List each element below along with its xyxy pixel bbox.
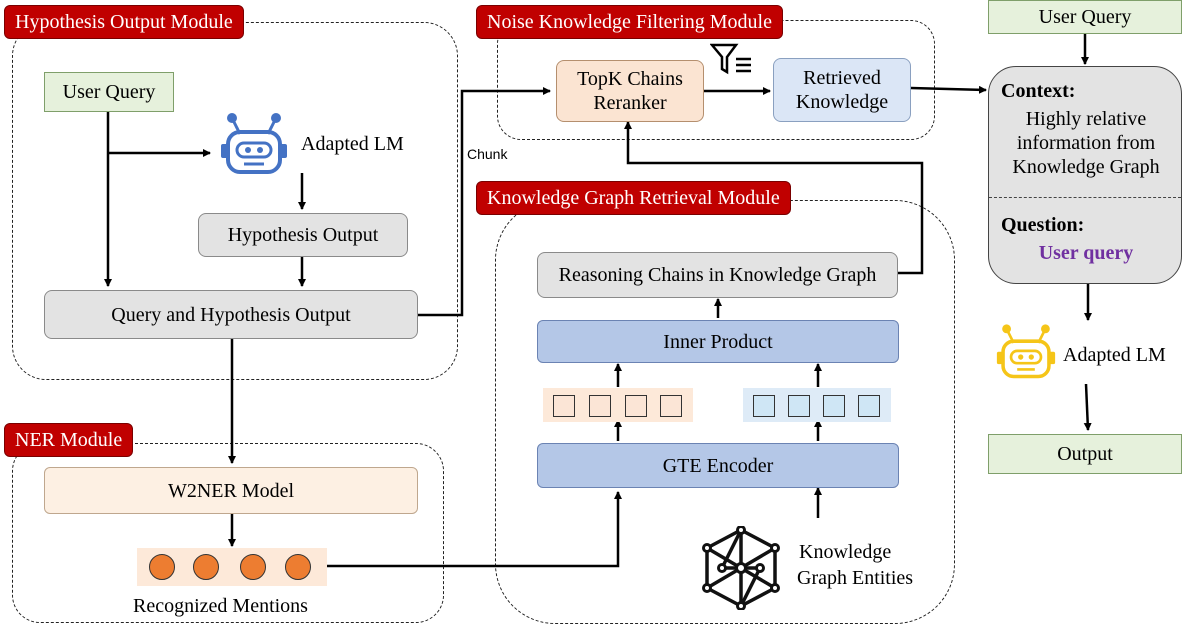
hypothesis-output-box: Hypothesis Output: [198, 213, 408, 257]
kg-entities-line2: Graph Entities: [797, 567, 914, 589]
context-panel: Context: Highly relative information fro…: [988, 66, 1182, 284]
context-label: Context:: [1001, 80, 1076, 102]
retrieved-line2: Knowledge: [795, 91, 889, 113]
question-label: Question:: [1001, 214, 1085, 236]
mention-circle: [149, 554, 175, 580]
retrieved-knowledge-box: Retrieved Knowledge: [773, 58, 911, 122]
noise-module-tag: Noise Knowledge Filtering Module: [476, 5, 783, 39]
context-line2: information from: [1016, 132, 1156, 154]
reranker-line1: TopK Chains: [577, 68, 683, 90]
question-value: User query: [1038, 242, 1134, 264]
mention-circle: [285, 554, 311, 580]
right-adapted-lm-label: Adapted LM: [1063, 344, 1166, 366]
query-hypothesis-box: Query and Hypothesis Output: [44, 290, 418, 339]
mention-circle: [193, 554, 219, 580]
ner-module-boundary: [12, 443, 444, 623]
query-vector-cell: [660, 395, 682, 417]
chunk-label: Chunk: [467, 146, 508, 162]
query-vector-cell: [625, 395, 647, 417]
recognized-mentions-label: Recognized Mentions: [133, 595, 308, 617]
filter-icon: [710, 43, 751, 75]
context-line3: Knowledge Graph: [1012, 156, 1160, 178]
hypothesis-module-tag: Hypothesis Output Module: [4, 5, 244, 39]
right-user-query-box: User Query: [988, 0, 1182, 34]
robot-icon: [221, 113, 287, 174]
inner-product-box: Inner Product: [537, 320, 899, 363]
reranker-box: TopK Chains Reranker: [556, 60, 704, 122]
entity-vector-cell: [823, 395, 845, 417]
ner-module-tag: NER Module: [4, 423, 134, 457]
user-query-box: User Query: [44, 72, 174, 112]
w2ner-model-box: W2NER Model: [44, 467, 418, 514]
kg-entities-line1: Knowledge: [799, 541, 892, 563]
context-line1: Highly relative: [1025, 108, 1147, 130]
robot-icon: [996, 324, 1056, 379]
reasoning-chains-box: Reasoning Chains in Knowledge Graph: [537, 252, 898, 298]
context-divider: [989, 197, 1181, 198]
kg-module-tag: Knowledge Graph Retrieval Module: [476, 181, 791, 215]
entity-vector-cell: [788, 395, 810, 417]
knowledge-graph-icon: [702, 526, 780, 610]
retrieved-line1: Retrieved: [803, 67, 881, 89]
gte-encoder-box: GTE Encoder: [537, 443, 899, 488]
query-vector-cell: [589, 395, 611, 417]
reranker-line2: Reranker: [593, 92, 667, 114]
adapted-lm-label: Adapted LM: [301, 133, 404, 155]
entity-vector-cell: [753, 395, 775, 417]
output-box: Output: [988, 434, 1182, 474]
query-vector-cell: [553, 395, 575, 417]
entity-vector-cell: [858, 395, 880, 417]
mention-circle: [240, 554, 266, 580]
